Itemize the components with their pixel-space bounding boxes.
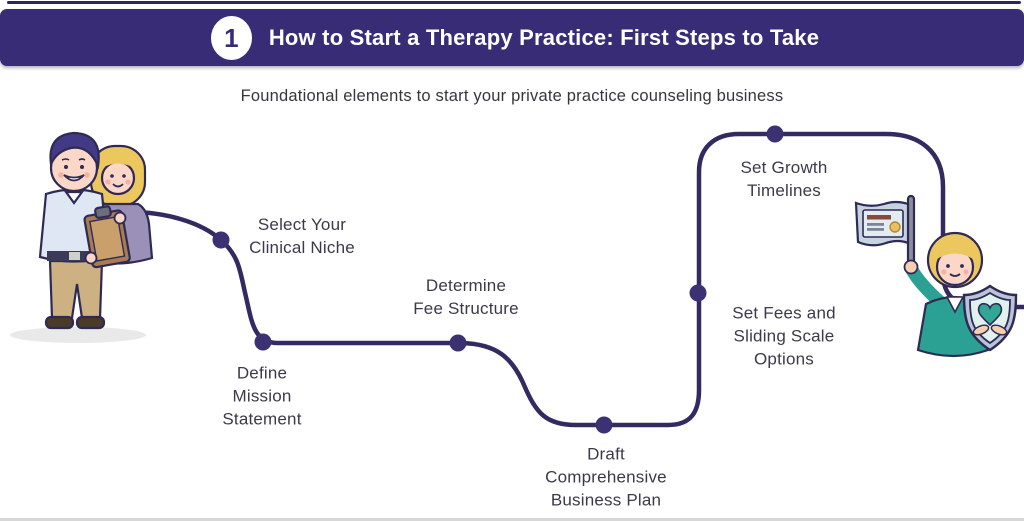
milestone-dot-select-clinical-niche [212,231,230,249]
milestone-dot-draft-business-plan [595,416,613,434]
milestone-label-set-growth-timelines: Set Growth Timelines [740,158,828,200]
banner-title: How to Start a Therapy Practice: First S… [268,24,820,50]
step-number-badge: 1 [210,15,252,60]
clipboard-icon [83,205,131,269]
bottom-border-line [0,518,1024,521]
milestone-dot-set-fees-sliding-scale [689,284,707,302]
left-illustration-counselors [10,131,154,343]
ground-shadow [10,327,146,343]
header-banner: 1 How to Start a Therapy Practice: First… [0,9,1024,66]
subtitle-text: Foundational elements to start your priv… [240,87,784,105]
path-line [127,131,1024,428]
milestone-dot-define-mission-statement [254,333,272,351]
banner-content: 1 How to Start a Therapy Practice: First… [205,15,820,60]
right-illustration-therapist-shield [854,194,1018,358]
milestone-label-draft-business-plan: Draft Comprehensive Business Plan [545,444,667,510]
milestone-label-define-mission-statement: Define Mission Statement [222,363,302,429]
man-hand [113,211,127,225]
top-border-line [7,1,1021,4]
man-hand [84,251,98,265]
milestone-label-set-fees-sliding-scale: Set Fees and Sliding Scale Options [732,303,836,369]
certificate-flag-icon [854,194,916,276]
milestone-dot-determine-fee-structure [449,334,467,352]
step-number: 1 [224,22,239,53]
milestone-label-select-clinical-niche: Select Your Clinical Niche [249,215,355,257]
milestone-dot-set-growth-timelines [766,125,784,143]
shield-heart-icon [962,284,1018,352]
milestone-label-determine-fee-structure: Determine Fee Structure [413,276,519,318]
